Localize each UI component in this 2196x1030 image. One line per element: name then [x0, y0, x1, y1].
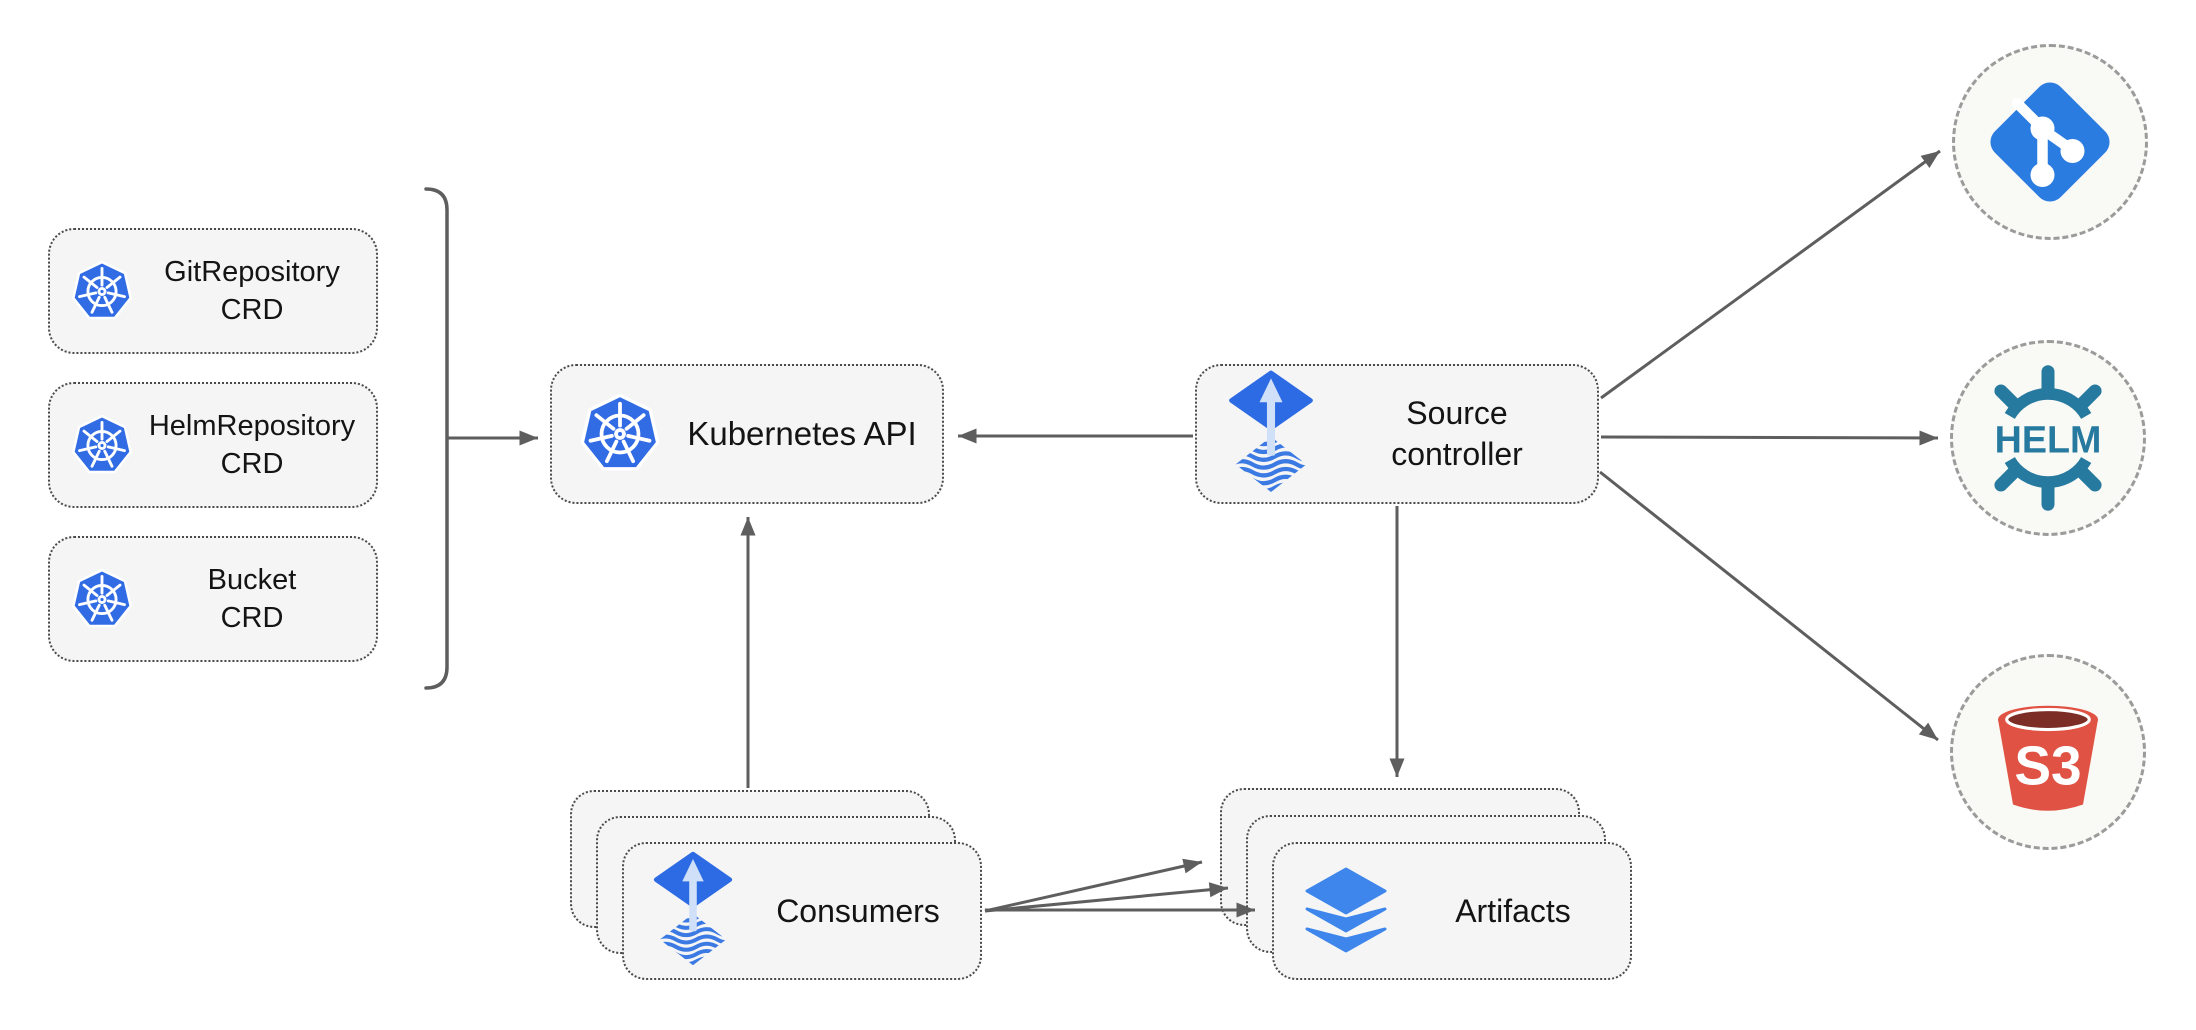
edge-consumers-to-artifacts-1 — [984, 858, 1203, 913]
consumers-label: Consumers — [776, 892, 940, 929]
git-icon — [1990, 82, 2110, 202]
edge-source-controller-to-git — [1600, 149, 1941, 400]
gitrepository-crd-node: GitRepository CRD — [48, 228, 378, 354]
kubernetes-icon — [70, 258, 134, 325]
artifacts-label: Artifacts — [1455, 892, 1571, 929]
flux-source-icon — [1225, 370, 1317, 499]
gitrepository-crd-label: GitRepository CRD — [134, 253, 370, 329]
s3-target-circle: S3 — [1950, 654, 2146, 850]
bucket-crd-node: Bucket CRD — [48, 536, 378, 662]
helm-wheel-icon: HELM — [1994, 365, 2102, 511]
kubernetes-icon — [70, 566, 134, 633]
layers-icon — [1296, 861, 1396, 961]
helmrepository-crd-node: HelmRepository CRD — [48, 382, 378, 508]
helm-logo-text: HELM — [1995, 418, 2102, 460]
source-controller-label-line1: Source — [1406, 395, 1508, 431]
crd-subtitle: CRD — [220, 602, 284, 634]
flux-source-icon — [650, 851, 736, 972]
bucket-crd-label: Bucket CRD — [134, 561, 370, 637]
source-controller-node: Source controller — [1195, 364, 1599, 504]
crd-title: Bucket — [207, 564, 297, 596]
source-controller-label: Source controller — [1317, 393, 1597, 475]
kubernetes-api-node: Kubernetes API — [550, 364, 944, 504]
edge-source-controller-to-helm — [1600, 430, 1939, 446]
helmrepository-crd-label: HelmRepository CRD — [134, 407, 370, 483]
consumers-node: Consumers — [622, 842, 982, 980]
kubernetes-api-label: Kubernetes API — [687, 415, 917, 452]
edge-source-controller-to-s3 — [1599, 470, 1939, 742]
crd-subtitle: CRD — [220, 294, 284, 326]
artifacts-node: Artifacts — [1272, 842, 1632, 980]
crd-subtitle: CRD — [220, 448, 284, 480]
source-controller-label-line2: controller — [1391, 436, 1523, 472]
kubernetes-icon — [70, 412, 134, 479]
s3-bucket-icon: S3 — [1998, 705, 2098, 811]
edge-consumers-to-artifacts-2 — [984, 882, 1229, 913]
helm-target-circle: HELM — [1950, 340, 2146, 536]
s3-logo-text: S3 — [2014, 735, 2081, 797]
crd-group-bracket — [424, 187, 449, 690]
git-target-circle — [1952, 44, 2148, 240]
kubernetes-icon — [578, 390, 662, 478]
crd-title: GitRepository — [164, 256, 340, 288]
crd-title: HelmRepository — [148, 410, 356, 442]
